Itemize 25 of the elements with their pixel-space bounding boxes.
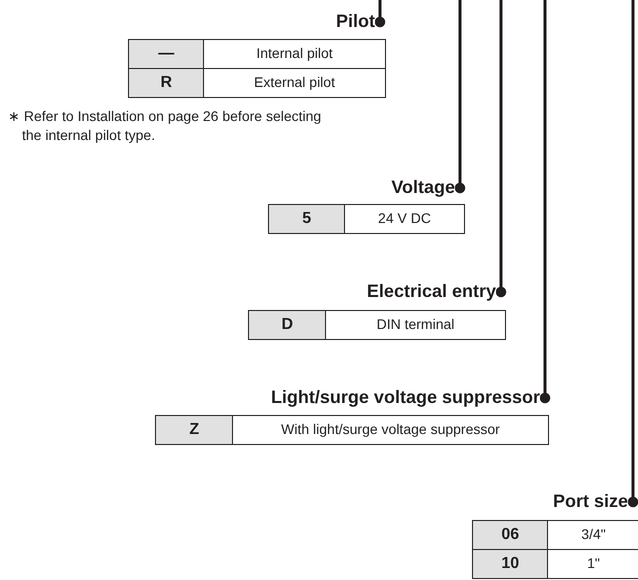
- option-description: 3/4": [547, 520, 638, 550]
- option-heading: Light/surge voltage suppressor: [270, 387, 540, 407]
- option-description: DIN terminal: [325, 310, 506, 340]
- option-heading: Voltage: [391, 177, 455, 197]
- option-heading: Pilot: [336, 11, 375, 31]
- option-heading: Port size: [552, 491, 628, 511]
- option-heading: Electrical entry: [366, 281, 496, 301]
- option-code: R: [128, 68, 204, 98]
- option-description: 24 V DC: [344, 204, 465, 234]
- footnote: ∗ Refer to Installation on page 26 before selecting the internal pilot type.: [8, 107, 322, 145]
- leader-line: [540, 0, 550, 404]
- option-code: D: [248, 310, 326, 340]
- option-code: —: [128, 39, 204, 69]
- option-description: 1": [547, 549, 638, 579]
- leader-line: [628, 0, 638, 508]
- option-code: Z: [155, 415, 234, 445]
- leader-line: [454, 0, 466, 194]
- leader-line: [374, 0, 386, 28]
- option-description: With light/surge voltage suppressor: [232, 415, 549, 445]
- option-code: 5: [268, 204, 346, 234]
- option-code: 06: [472, 520, 548, 550]
- option-description: Internal pilot: [203, 39, 386, 69]
- option-code: 10: [472, 549, 548, 579]
- option-description: External pilot: [203, 68, 386, 98]
- leader-line: [496, 0, 506, 298]
